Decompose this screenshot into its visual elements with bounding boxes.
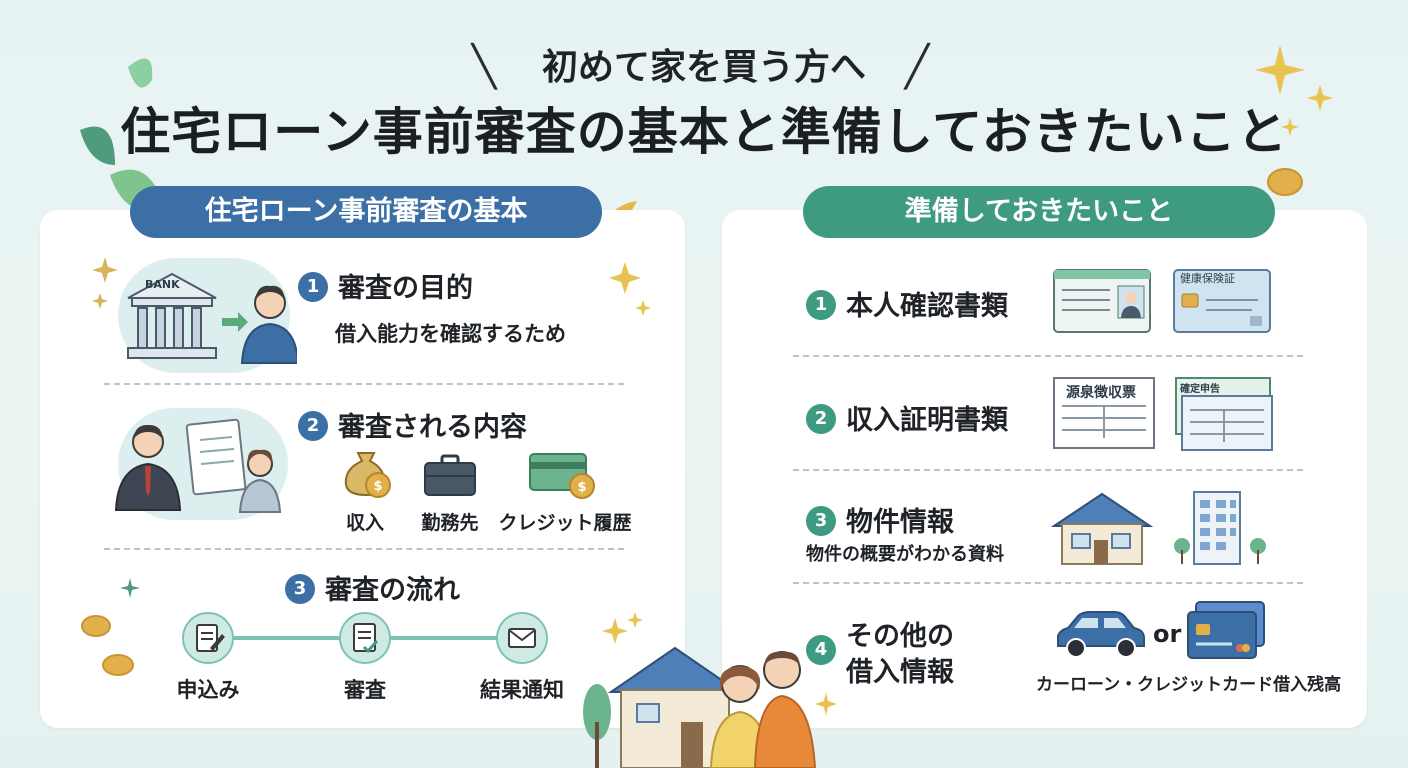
bank-icon [127, 272, 297, 364]
step-number-3: 3 [806, 505, 836, 536]
step-number-4-wrap: 4 [806, 635, 836, 665]
review-category-income: 収入 [345, 512, 384, 534]
right-item-3-desc: 物件の概要がわかる資料 [806, 544, 1004, 565]
divider [793, 355, 1303, 357]
car-icon [1057, 611, 1145, 658]
step-number-2: 2 [298, 410, 328, 441]
step-number-1: 1 [298, 271, 328, 302]
left-item-3-title: 3 審査の流れ [285, 568, 460, 607]
page-title: 住宅ローン事前審査の基本と準備しておきたいこと [120, 103, 1288, 161]
step-number-3: 3 [285, 573, 315, 604]
sparkle-icon [92, 257, 118, 309]
review-document-icon [339, 612, 391, 664]
coins-decoration [81, 615, 134, 676]
step-number-1: 1 [806, 289, 836, 320]
money-bag-icon: $ [344, 452, 391, 498]
health-insurance-card-icon [1173, 269, 1271, 333]
right-item-3-title: 3 物件情報 [806, 500, 954, 539]
sparkle-icon [609, 262, 651, 316]
reviewer-illustration [114, 418, 282, 513]
income-documents-icon [1053, 377, 1273, 451]
envelope-icon [496, 612, 548, 664]
sparkle-icon [120, 578, 140, 598]
left-panel-header: 住宅ローン事前審査の基本 [130, 186, 602, 238]
sparkle-icon [815, 692, 837, 716]
flow-step-result: 結果通知 [480, 678, 564, 702]
right-item-1-title: 1 本人確認書類 [806, 284, 1008, 323]
right-item-4-title-line2: 借入情報 [846, 657, 954, 688]
svg-text:$: $ [577, 480, 586, 495]
flow-step-apply: 申込み [176, 678, 240, 702]
right-item-4-title-line1: その他の [846, 621, 954, 652]
tax-return-label: 確定申告 [1180, 384, 1220, 395]
right-item-4-caption: カーローン・クレジットカード借入残高 [1036, 675, 1342, 695]
left-item-1-desc: 借入能力を確認するため [335, 322, 566, 346]
withholding-slip-label: 源泉徴収票 [1066, 385, 1136, 401]
page-subtitle: 初めて家を買う方へ [541, 47, 866, 88]
flow-step-review: 審査 [344, 678, 386, 702]
house-icon [1050, 492, 1154, 565]
briefcase-icon [424, 454, 476, 496]
or-label: or [1153, 620, 1182, 648]
right-item-2-title-text: 収入証明書類 [846, 405, 1008, 436]
divider [793, 582, 1303, 584]
review-category-employer: 勤務先 [421, 512, 479, 534]
left-item-1-title-text: 審査の目的 [338, 273, 473, 304]
credit-card-icon: $ [529, 453, 595, 499]
title-slash-right: ╱ [905, 44, 930, 90]
divider [104, 383, 624, 385]
credit-cards-icon [1187, 601, 1265, 659]
left-item-2-title: 2 審査される内容 [298, 405, 527, 444]
right-panel-header: 準備しておきたいこと [803, 186, 1275, 238]
title-slash-left: ╲ [472, 44, 497, 90]
bank-sign: BANK [145, 278, 180, 291]
right-item-1-title-text: 本人確認書類 [846, 291, 1008, 322]
drivers-license-icon [1053, 269, 1151, 333]
right-item-3-title-text: 物件情報 [846, 507, 954, 538]
apartment-building-icon [1174, 491, 1266, 565]
application-form-icon [182, 612, 234, 664]
right-item-2-title: 2 収入証明書類 [806, 398, 1008, 437]
couple-house-illustration [583, 612, 817, 768]
sparkle-icon [1255, 45, 1333, 136]
svg-text:$: $ [373, 479, 382, 494]
review-category-credit-history: クレジット履歴 [498, 512, 632, 534]
step-number-4: 4 [806, 635, 836, 665]
step-number-2: 2 [806, 403, 836, 434]
divider [793, 469, 1303, 471]
left-item-1-title: 1 審査の目的 [298, 266, 473, 305]
health-card-label: 健康保険証 [1180, 272, 1235, 285]
left-item-2-title-text: 審査される内容 [338, 412, 527, 443]
left-item-3-title-text: 審査の流れ [325, 575, 460, 606]
divider [104, 548, 624, 550]
